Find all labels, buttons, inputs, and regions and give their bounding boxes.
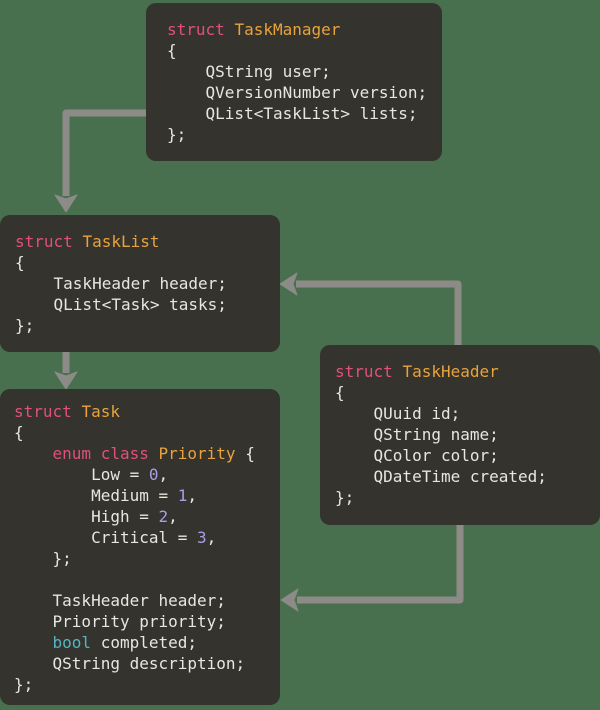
code-token-keyword: struct xyxy=(335,362,403,381)
code-token-type: TaskHeader xyxy=(402,362,499,381)
code-line: QList<TaskList> lists; xyxy=(167,103,432,124)
code-token-plain: Low = xyxy=(14,465,149,484)
arrow-taskmanager-to-tasklist xyxy=(54,109,146,213)
code-token-plain: }; xyxy=(14,549,72,568)
arrow-tasklist-to-task xyxy=(54,352,78,390)
code-token-plain: QString description; xyxy=(14,654,246,673)
code-line: { xyxy=(335,382,590,403)
code-token-plain xyxy=(14,633,53,652)
code-token-number: 0 xyxy=(148,465,159,484)
code-token-plain: }; xyxy=(335,488,355,507)
code-line: }; xyxy=(14,674,270,695)
code-line: Priority priority; xyxy=(14,611,270,632)
code-line: QString name; xyxy=(335,424,590,445)
code-token-plain: QString name; xyxy=(335,425,499,444)
code-token-plain: { xyxy=(335,383,345,402)
code-line: struct TaskList xyxy=(15,231,270,252)
code-line: }; xyxy=(14,548,270,569)
code-token-plain: QUuid id; xyxy=(335,404,461,423)
code-line: enum class Priority { xyxy=(14,443,270,464)
code-line: Critical = 3, xyxy=(14,527,270,548)
code-token-plain: }; xyxy=(15,316,35,335)
code-line: QVersionNumber version; xyxy=(167,82,432,103)
code-token-keyword: enum class xyxy=(52,444,149,463)
code-line: bool completed; xyxy=(14,632,270,653)
code-token-plain: { xyxy=(14,423,24,442)
code-token-plain: Priority priority; xyxy=(14,612,226,631)
code-token-type: Task xyxy=(81,402,120,421)
code-line: }; xyxy=(335,487,590,508)
code-line: QDateTime created; xyxy=(335,466,590,487)
code-token-plain: Critical = xyxy=(14,528,198,547)
code-token-number: 2 xyxy=(158,507,169,526)
struct-box-taskheader: struct TaskHeader{ QUuid id; QString nam… xyxy=(320,345,600,525)
code-line: TaskHeader header; xyxy=(15,273,270,294)
code-token-keyword: struct xyxy=(15,232,83,251)
code-token-plain: }; xyxy=(14,675,34,694)
code-line: QString user; xyxy=(167,61,432,82)
code-token-plain: QList<Task> tasks; xyxy=(15,295,227,314)
code-token-plain: { xyxy=(235,444,255,463)
code-block-taskmanager: struct TaskManager{ QString user; QVersi… xyxy=(167,19,432,145)
code-line: QList<Task> tasks; xyxy=(15,294,270,315)
code-line: struct TaskManager xyxy=(167,19,432,40)
code-token-plain: QColor color; xyxy=(335,446,499,465)
code-token-plain: , xyxy=(206,528,217,547)
code-token-plain: , xyxy=(158,465,169,484)
code-line: { xyxy=(167,40,432,61)
code-line: TaskHeader header; xyxy=(14,590,270,611)
code-line: QString description; xyxy=(14,653,270,674)
code-line: struct TaskHeader xyxy=(335,361,590,382)
code-token-plain: , xyxy=(168,507,178,526)
code-token-plain: , xyxy=(187,486,198,505)
code-token-plain: QVersionNumber version; xyxy=(167,83,428,102)
code-token-plain: completed; xyxy=(91,633,198,652)
code-token-number: 1 xyxy=(177,486,188,505)
code-token-plain xyxy=(149,444,159,463)
code-token-type: Priority xyxy=(158,444,236,463)
code-token-plain: }; xyxy=(167,125,187,144)
code-line: { xyxy=(14,422,270,443)
code-token-plain: TaskHeader header; xyxy=(14,591,226,610)
code-line: { xyxy=(15,252,270,273)
code-line: QColor color; xyxy=(335,445,590,466)
code-line: Low = 0, xyxy=(14,464,270,485)
code-line: struct Task xyxy=(14,401,270,422)
code-line: QUuid id; xyxy=(335,403,590,424)
code-block-task: struct Task{ enum class Priority { Low =… xyxy=(14,401,270,695)
code-token-plain: High = xyxy=(14,507,159,526)
code-token-plain: TaskHeader header; xyxy=(15,274,227,293)
code-line: }; xyxy=(15,315,270,336)
code-token-type: TaskManager xyxy=(234,20,341,39)
code-block-taskheader: struct TaskHeader{ QUuid id; QString nam… xyxy=(335,361,590,508)
code-line: Medium = 1, xyxy=(14,485,270,506)
code-token-plain: Medium = xyxy=(14,486,178,505)
arrow-taskheader-to-tasklist xyxy=(279,272,462,345)
code-token-plain: QList<TaskList> lists; xyxy=(167,104,418,123)
code-token-number: 3 xyxy=(197,528,207,547)
code-token-builtin: bool xyxy=(52,633,92,652)
struct-box-tasklist: struct TaskList{ TaskHeader header; QLis… xyxy=(0,215,280,352)
code-token-keyword: struct xyxy=(14,402,82,421)
code-token-type: TaskList xyxy=(82,232,160,251)
code-line: High = 2, xyxy=(14,506,270,527)
struct-box-taskmanager: struct TaskManager{ QString user; QVersi… xyxy=(146,3,442,161)
code-token-plain: QString user; xyxy=(167,62,331,81)
code-block-tasklist: struct TaskList{ TaskHeader header; QLis… xyxy=(15,231,270,336)
code-token-keyword: struct xyxy=(167,20,235,39)
arrow-taskheader-to-task xyxy=(280,525,464,612)
code-line xyxy=(14,569,270,590)
code-token-plain xyxy=(14,444,53,463)
code-line: }; xyxy=(167,124,432,145)
code-token-plain: QDateTime created; xyxy=(335,467,547,486)
struct-box-task: struct Task{ enum class Priority { Low =… xyxy=(0,389,280,705)
code-token-plain: { xyxy=(167,41,177,60)
code-token-plain: { xyxy=(15,253,25,272)
